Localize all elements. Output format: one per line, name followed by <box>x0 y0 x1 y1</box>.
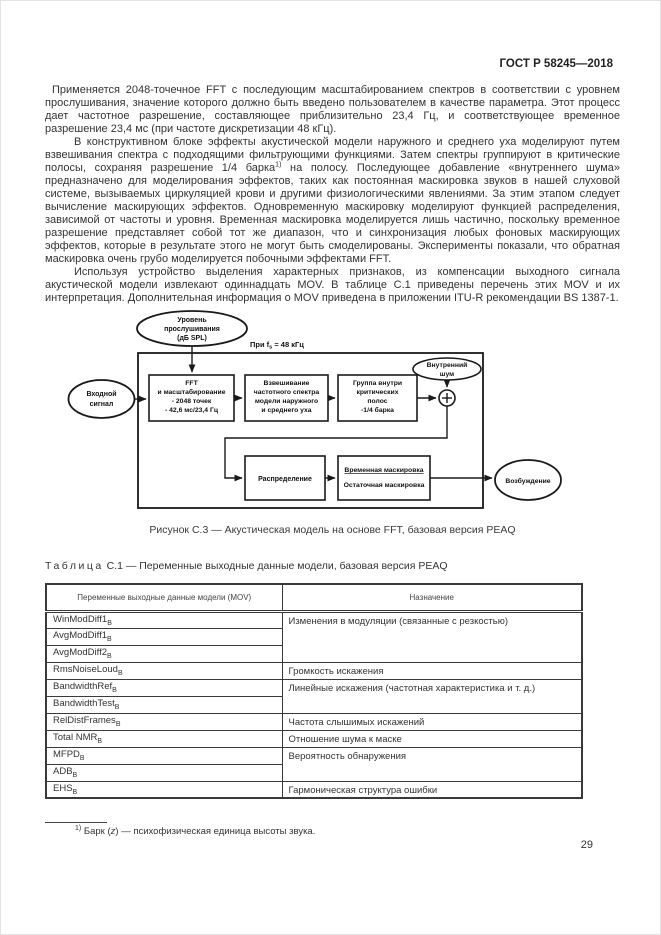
paragraph-2-text-a: В конструктивном блоке эффекты акустичес… <box>45 136 620 174</box>
body-text: Применяется 2048-точечное FFT с последую… <box>45 84 620 305</box>
input-signal-ellipse <box>67 379 136 419</box>
purpose-cell: Отношение шума к маске <box>281 729 583 748</box>
table-row: RelDistFramesB Частота слышимых искажени… <box>45 712 583 731</box>
footnote-text-b: ) — психофизическая единица высоты звука… <box>115 826 316 837</box>
figure-c3-flowchart: При fs = 48 кГц Уровень прослушивания (д… <box>67 310 562 509</box>
figure-caption: Рисунок С.3 — Акустическая модель на осн… <box>149 524 516 536</box>
grouping-line4: -1/4 барка <box>361 406 394 414</box>
paragraph-3: Используя устройство выделения характерн… <box>45 266 620 304</box>
purpose-cell: Изменения в модуляции (связанные с резко… <box>281 610 583 663</box>
table-row: BandwidthRefB Линейные искажения (частот… <box>45 678 583 714</box>
listening-level-line3: (дБ SPL) <box>177 335 207 342</box>
weighting-line1: Взвешивание <box>264 380 310 387</box>
fft-box <box>148 374 235 422</box>
fft-line1: FFT <box>185 380 198 387</box>
purpose-cell: Громкость искажения <box>281 661 583 680</box>
mov-cell: AvgModDiff1B <box>45 627 283 646</box>
col-header-mov: Переменные выходные данные модели (MOV) <box>45 583 283 613</box>
table-row: Total NMRB Отношение шума к маске <box>45 729 583 748</box>
weighting-line4: и среднего уха <box>261 407 311 414</box>
table-row: EHSB Гармоническая структура ошибки <box>45 780 583 799</box>
table-row: RmsNoiseLoudB Громкость искажения <box>45 661 583 680</box>
table-title: Таблица С.1 — Переменные выходные данные… <box>45 560 620 572</box>
excitation-ellipse <box>494 459 562 501</box>
mov-cell: BandwidthTestB <box>45 695 283 714</box>
listening-level-ellipse <box>136 310 248 347</box>
weighting-line2: частотного спектра <box>254 389 320 396</box>
excitation-label: Возбуждение <box>505 477 550 485</box>
listening-level-line1: Уровень <box>177 317 207 324</box>
fft-line3: - 2048 точек <box>172 398 212 405</box>
table-header-row: Переменные выходные данные модели (MOV) … <box>45 583 583 613</box>
mov-cell: WinModDiff1B <box>45 610 283 629</box>
grouping-line2: критических <box>356 389 398 396</box>
input-signal-line1: Входной <box>86 390 116 398</box>
paragraph-2: В конструктивном блоке эффекты акустичес… <box>45 136 620 266</box>
spreading-box <box>244 455 326 501</box>
fft-line2: и масштабирование <box>158 388 226 396</box>
table-title-word: Таблица <box>45 560 104 572</box>
paragraph-1: Применяется 2048-точечное FFT с последую… <box>45 84 620 135</box>
grouping-line1: Группа внутри <box>353 380 402 387</box>
footnote: 1) Барк (z) — психофизическая единица вы… <box>45 824 620 837</box>
purpose-cell: Вероятность обнаружения <box>281 746 583 782</box>
purpose-cell: Линейные искажения (частотная характерис… <box>281 678 583 714</box>
mov-cell: BandwidthRefB <box>45 678 283 697</box>
spreading-label: Распределение <box>258 476 312 483</box>
purpose-cell: Гармоническая структура ошибки <box>281 780 583 799</box>
sampling-rate-label: При fs = 48 кГц <box>250 340 304 351</box>
masking-box <box>337 455 431 501</box>
weighting-line3: модели наружного <box>255 398 318 405</box>
mov-cell: AvgModDiff2B <box>45 644 283 663</box>
mov-cell: EHSB <box>45 780 283 799</box>
grouping-line3: полос <box>367 398 387 405</box>
paragraph-2-text-b: на полосу. Последующее добавление «внутр… <box>45 162 620 265</box>
mov-cell: RmsNoiseLoudB <box>45 661 283 680</box>
table-row: MFPDB Вероятность обнаружения <box>45 746 583 782</box>
ear-weighting-box <box>244 374 329 422</box>
mov-cell: RelDistFramesB <box>45 712 283 731</box>
fft-line4: - 42,6 мс/23,4 Гц <box>165 407 219 414</box>
purpose-cell: Частота слышимых искажений <box>281 712 583 731</box>
mov-cell: ADBB <box>45 763 283 782</box>
mov-cell: MFPDB <box>45 746 283 765</box>
footnote-reference: 1) <box>275 161 282 169</box>
masking-line1: Временная маскировка <box>344 467 423 474</box>
footnote-text-a: Барк ( <box>81 826 111 837</box>
inner-noise-ellipse <box>412 357 482 381</box>
document-code: ГОСТ Р 58245—2018 <box>499 58 613 70</box>
masking-line2: Остаточная маскировка <box>344 482 425 489</box>
model-boundary-box <box>137 352 484 509</box>
table-title-rest: С.1 — Переменные выходные данные модели,… <box>103 560 448 572</box>
input-signal-line2: сигнал <box>90 401 114 408</box>
inner-noise-line2: шум <box>440 371 454 378</box>
table-row: WinModDiff1B Изменения в модуляции (связ… <box>45 610 583 663</box>
critical-band-grouping-box <box>337 374 418 422</box>
listening-level-line2: прослушивания <box>164 326 220 333</box>
inner-noise-line1: Внутренний <box>427 361 468 369</box>
footnote-number: 1) <box>75 824 82 832</box>
footnote-variable: z <box>110 826 116 837</box>
col-header-purpose: Назначение <box>281 583 583 613</box>
mov-table: Переменные выходные данные модели (MOV) … <box>45 583 583 799</box>
footnote-divider <box>45 822 107 823</box>
flow-arrow-sum-to-spreading <box>224 406 448 482</box>
mov-cell: Total NMRB <box>45 729 283 748</box>
page-number: 29 <box>580 839 593 851</box>
